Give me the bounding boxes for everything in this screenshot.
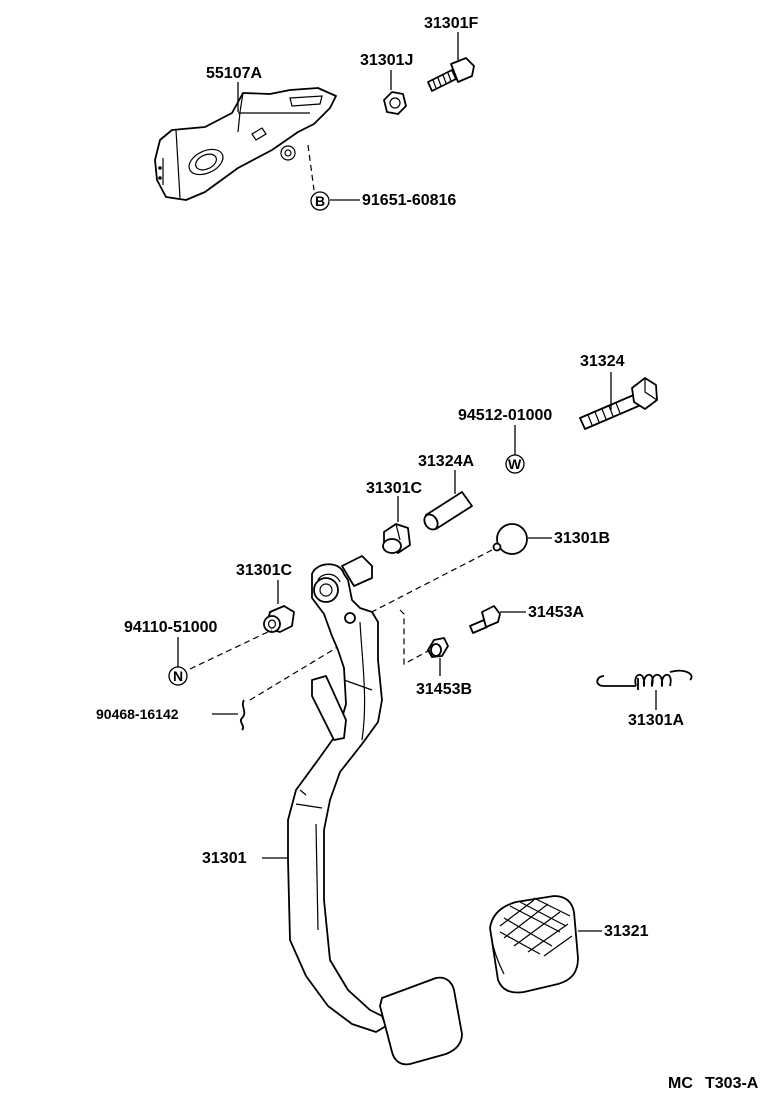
label-31453B: 31453B: [416, 681, 472, 698]
illustration-code-prefix: MC: [668, 1075, 693, 1092]
dashed-link-91651: [307, 144, 315, 191]
pin-31324A[interactable]: [422, 491, 473, 532]
nut-31301J[interactable]: [383, 91, 407, 115]
symbol-b: B: [315, 193, 325, 209]
dashed-link-31301B: [359, 549, 493, 619]
label-31453A: 31453A: [528, 604, 584, 621]
label-91651-60816: 91651-60816: [362, 192, 456, 209]
label-31301J: 31301J: [360, 52, 413, 69]
pedal-pad-31321[interactable]: [489, 895, 579, 994]
label-31301B: 31301B: [554, 530, 610, 547]
dashed-link-94110: [189, 629, 273, 670]
label-31301F: 31301F: [424, 15, 478, 32]
label-31321: 31321: [604, 923, 649, 940]
dashed-link-31453B: [399, 609, 431, 666]
symbol-n: N: [173, 668, 183, 684]
pedal-pad-mounted[interactable]: [379, 976, 463, 1066]
bolt-31324[interactable]: [579, 377, 658, 430]
bolt-31453B[interactable]: [427, 637, 449, 658]
label-94512-01000: 94512-01000: [458, 407, 552, 424]
label-31324A: 31324A: [418, 453, 474, 470]
label-31301: 31301: [202, 850, 247, 867]
symbol-b-circle: [310, 191, 330, 211]
symbol-n-circle: [168, 666, 188, 686]
label-31324: 31324: [580, 353, 625, 370]
label-31301A: 31301A: [628, 712, 684, 729]
pedal-arm-31301[interactable]: [287, 555, 387, 1033]
clip-90468-16142[interactable]: [239, 699, 246, 731]
label-94110-51000: 94110-51000: [124, 619, 218, 636]
bolt-31453A[interactable]: [469, 605, 501, 634]
label-90468-16142: 90468-16142: [96, 706, 179, 722]
bushing-31301C-upper[interactable]: [382, 523, 411, 554]
bolt-31301F[interactable]: [427, 57, 475, 92]
illustration-code-id: T303-A: [705, 1075, 759, 1092]
bushing-31301C-lower[interactable]: [263, 605, 295, 633]
label-55107A: 55107A: [206, 65, 262, 82]
symbol-w-text: W: [508, 456, 522, 472]
dashed-link-90468: [249, 641, 347, 701]
stopper-31301B[interactable]: [492, 523, 528, 555]
spring-31301A[interactable]: [596, 669, 693, 690]
label-31301C-lower: 31301C: [236, 562, 292, 579]
bracket-55107A[interactable]: [154, 87, 337, 201]
label-31301C-upper: 31301C: [366, 480, 422, 497]
symbol-w-circle: [505, 454, 525, 474]
